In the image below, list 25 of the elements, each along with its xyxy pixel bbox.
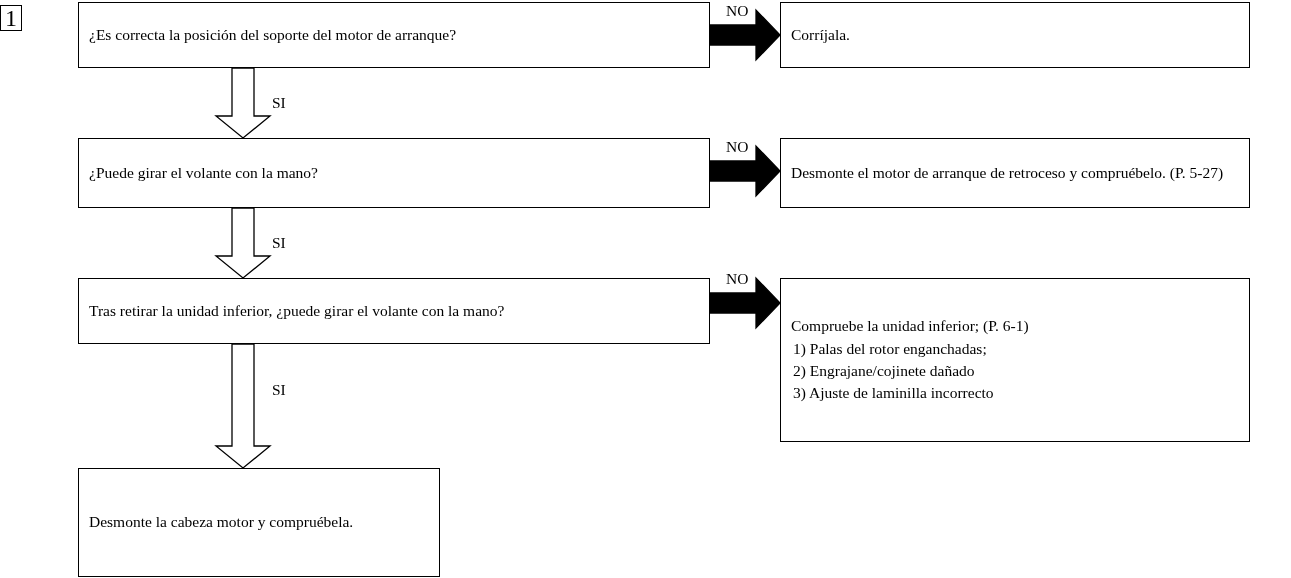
- step-text: Desmonte el motor de arranque de retroceso y compruébelo. (P. 5-27): [791, 162, 1225, 183]
- hollow-arrow: [214, 67, 272, 139]
- bold-arrow: [709, 276, 781, 330]
- list-item: 3) Ajuste de laminilla incorrecto: [792, 383, 995, 404]
- step-box: [78, 138, 710, 208]
- hollow-arrow: [214, 343, 272, 469]
- step-box: [780, 278, 1250, 442]
- bold-arrow: [709, 8, 781, 62]
- step-text: ¿Puede girar el volante con la mano?: [89, 162, 319, 183]
- step-box: [780, 138, 1250, 208]
- list-item: 2) Engrajane/cojinete dañado: [792, 361, 976, 381]
- step-number: 1: [5, 6, 17, 30]
- step-box: [78, 468, 440, 577]
- step-text: ¿Es correcta la posición del soporte del motor de arranque?: [89, 24, 458, 45]
- hollow-arrow: [214, 207, 272, 279]
- step-text: Compruebe la unidad inferior; (P. 6-1): [791, 316, 1030, 337]
- step-number-box: [0, 5, 22, 31]
- list-item: 1) Palas del rotor enganchadas;: [792, 338, 988, 359]
- step-box: [78, 2, 710, 68]
- bold-arrow: [709, 144, 781, 198]
- step-box: [780, 2, 1250, 68]
- step-text: Tras retirar la unidad inferior, ¿puede girar el volante con la mano?: [89, 300, 506, 321]
- step-text: Desmonte la cabeza motor y compruébela.: [89, 512, 355, 533]
- step-box: [78, 278, 710, 344]
- step-text: Corríjala.: [791, 24, 851, 45]
